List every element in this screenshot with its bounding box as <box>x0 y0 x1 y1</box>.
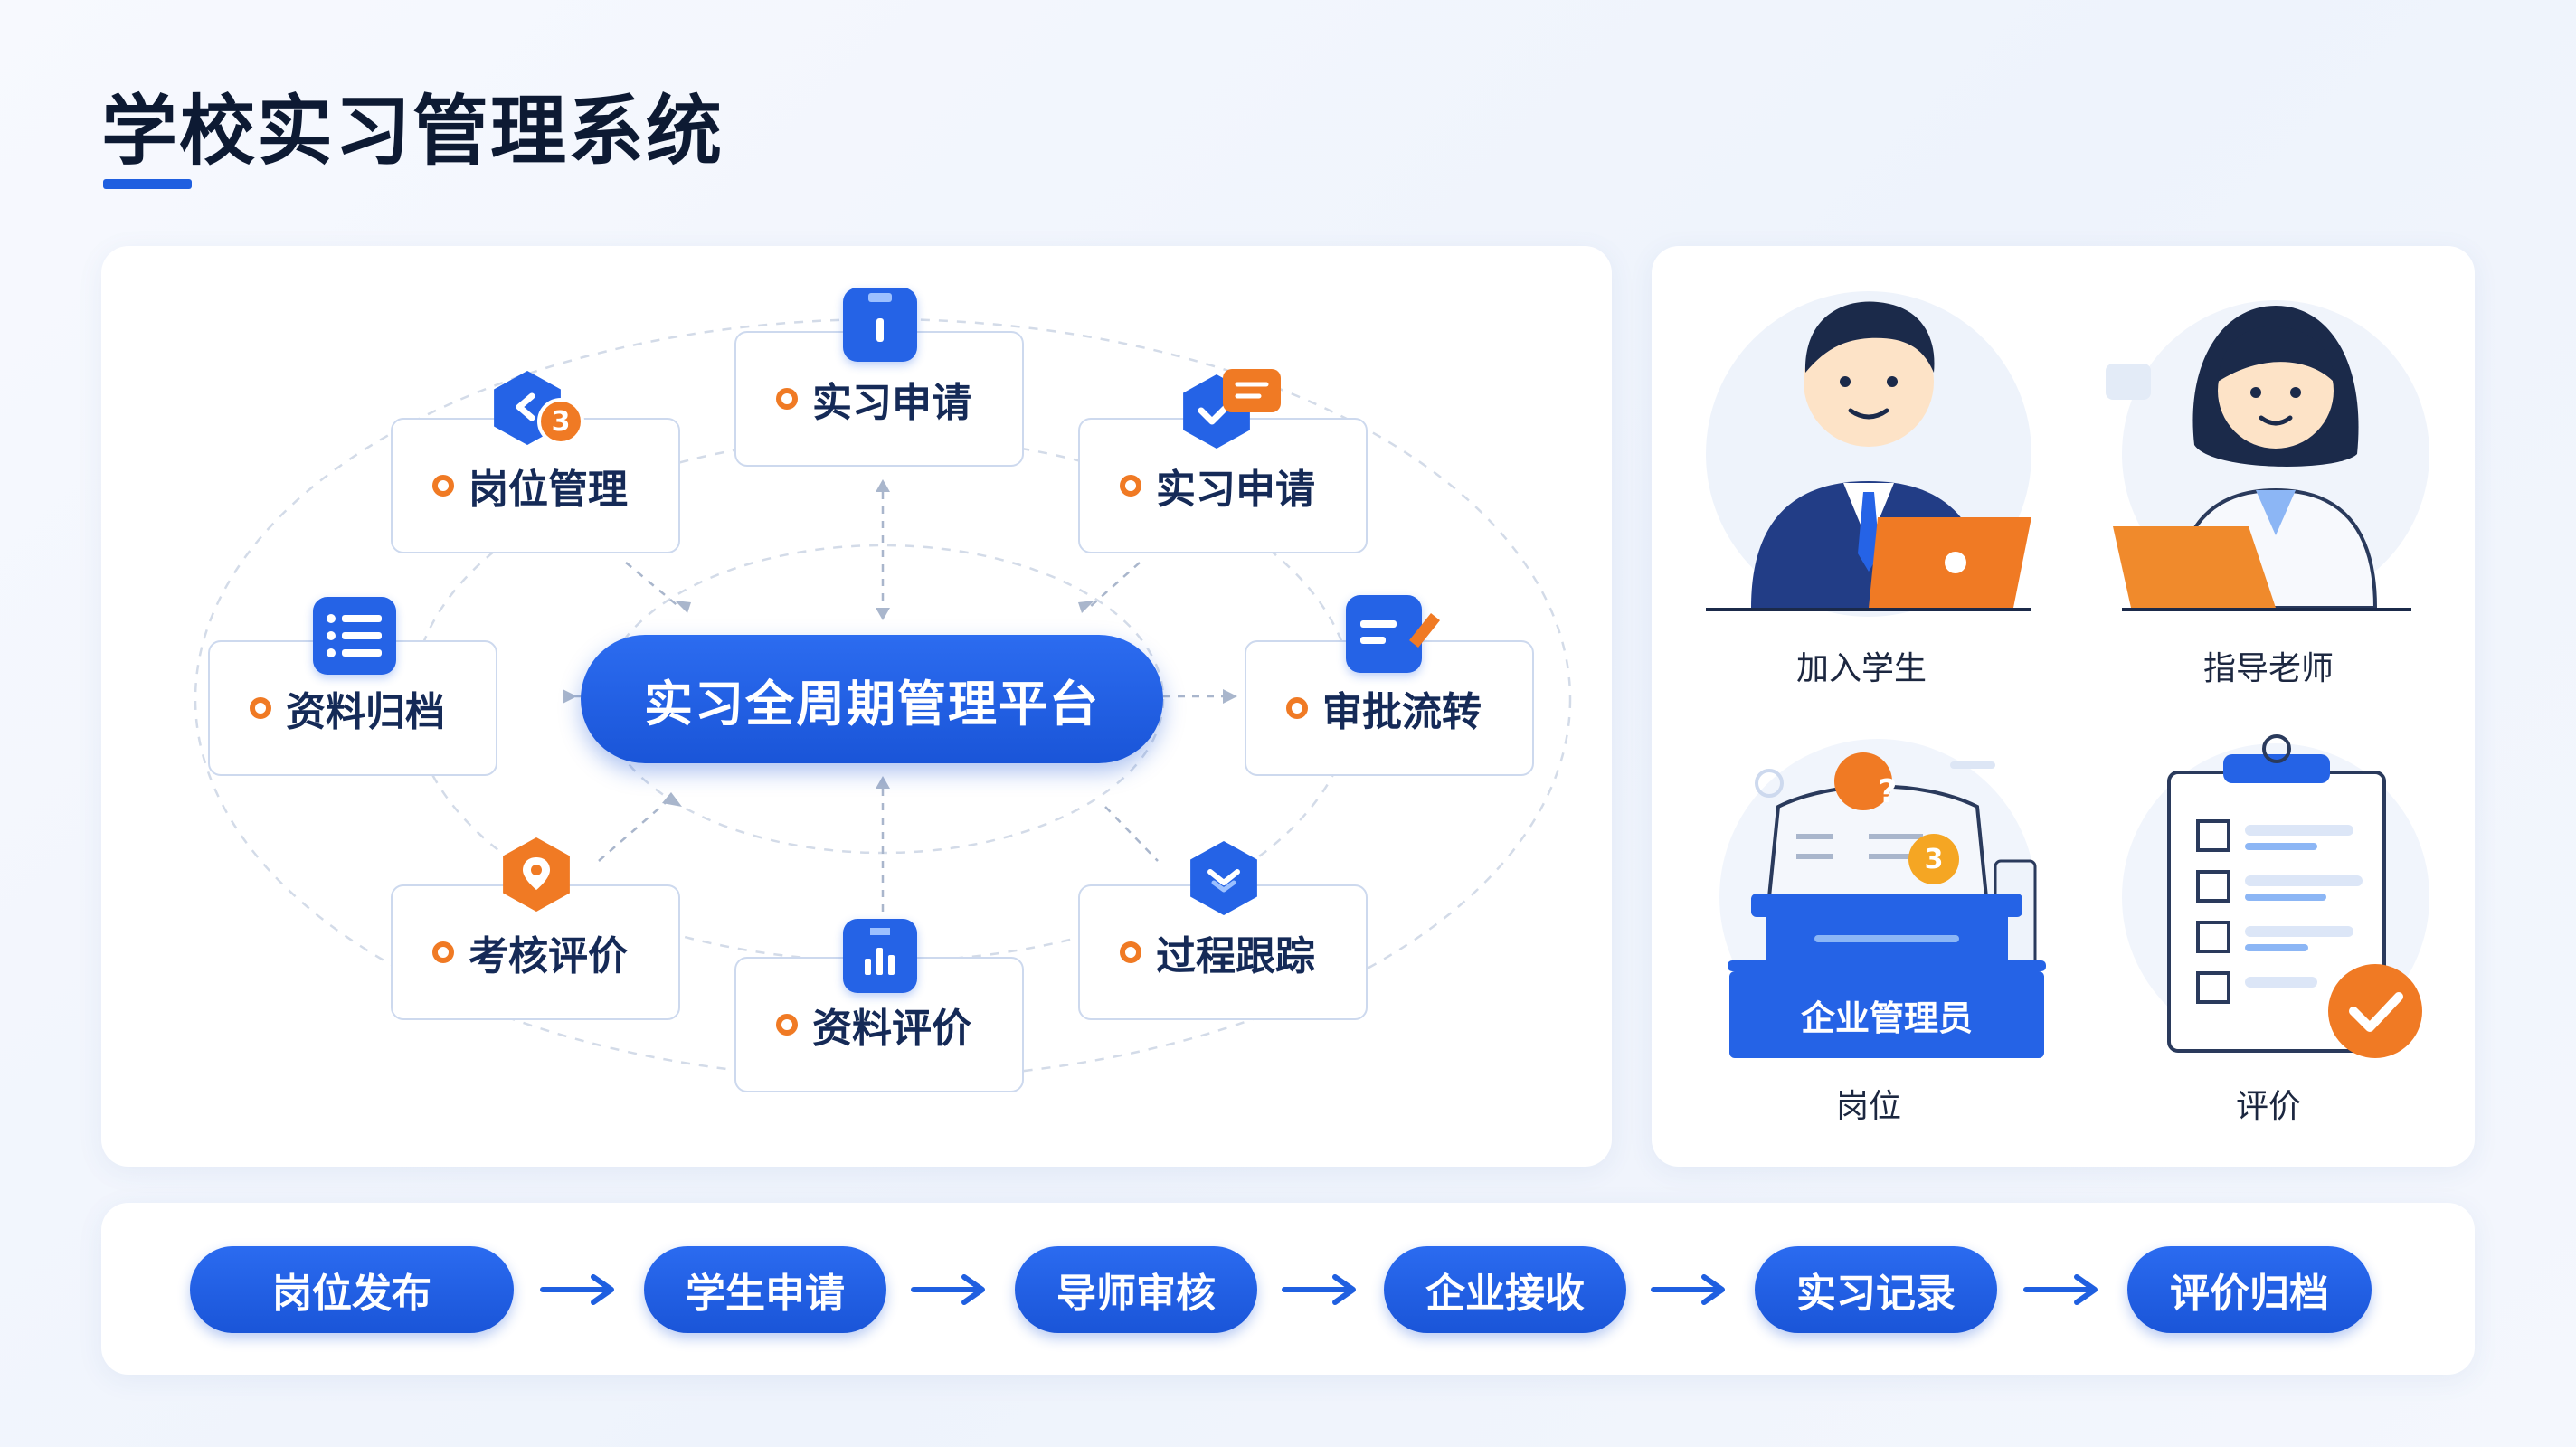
role-label-student: 加入学生 <box>1795 650 1927 687</box>
page-title: 学校实习管理系统 <box>101 87 724 175</box>
bullet-icon <box>432 941 454 963</box>
man-with-laptop-illustration <box>1706 301 2031 611</box>
bar-chart-bag-icon <box>843 919 917 993</box>
module-label: 资料评价 <box>812 1006 971 1052</box>
chat-bubble-icon <box>1223 369 1281 412</box>
role-label-teacher: 指导老师 <box>2202 650 2334 687</box>
checklist-clipboard-illustration <box>2167 734 2422 1058</box>
flow-step-enterprise-accept[interactable]: 企业接收 <box>1384 1246 1626 1333</box>
list-icon <box>313 597 396 675</box>
question-badge: ? <box>1878 772 1898 810</box>
module-label: 资料归档 <box>286 689 445 735</box>
flow-step-student-apply[interactable]: 学生申请 <box>644 1246 886 1333</box>
module-card-process-tracking[interactable]: 过程跟踪 <box>1078 884 1368 1020</box>
flow-step-tutor-review[interactable]: 导师审核 <box>1015 1246 1257 1333</box>
arrow-right-icon <box>1282 1274 1356 1305</box>
bullet-icon <box>250 697 271 719</box>
module-label: 考核评价 <box>469 933 628 979</box>
arrow-right-icon <box>1651 1274 1725 1305</box>
count-badge: 3 <box>1924 843 1944 875</box>
module-label: 过程跟踪 <box>1156 933 1315 979</box>
document-pen-icon <box>1346 595 1440 673</box>
role-label-position: 岗位 <box>1835 1088 1901 1125</box>
central-platform[interactable]: 实习全周期管理平台 <box>581 635 1163 763</box>
bullet-icon <box>776 1014 798 1036</box>
module-label: 岗位管理 <box>469 467 628 513</box>
count-badge: 3 <box>537 398 584 445</box>
role-illustrations <box>1706 291 2429 1058</box>
bullet-icon <box>776 388 798 410</box>
location-pin-icon <box>503 837 570 912</box>
flow-step-internship-record[interactable]: 实习记录 <box>1755 1246 1997 1333</box>
arrow-right-icon <box>911 1274 985 1305</box>
role-label-evaluation: 评价 <box>2235 1088 2301 1125</box>
module-label: 审批流转 <box>1322 689 1482 735</box>
chevron-down-shield-icon <box>1190 841 1257 915</box>
arrow-right-icon <box>2023 1274 2098 1305</box>
module-label: 实习申请 <box>812 380 971 426</box>
enterprise-desk-illustration <box>1728 752 2046 1058</box>
arrow-right-icon <box>540 1274 614 1305</box>
bullet-icon <box>1120 475 1141 497</box>
bullet-icon <box>1120 941 1141 963</box>
module-card-assessment[interactable]: 考核评价 <box>391 884 680 1020</box>
module-label: 实习申请 <box>1156 467 1315 513</box>
woman-with-laptop-illustration <box>2106 306 2411 611</box>
enterprise-admin-sign: 企业管理员 <box>1800 998 1973 1038</box>
bullet-icon <box>1286 697 1308 719</box>
clipboard-icon <box>843 288 917 362</box>
flow-step-position-publish[interactable]: 岗位发布 <box>190 1246 514 1333</box>
title-underline <box>103 179 192 189</box>
flow-step-evaluation-archive[interactable]: 评价归档 <box>2127 1246 2372 1333</box>
bullet-icon <box>432 475 454 497</box>
